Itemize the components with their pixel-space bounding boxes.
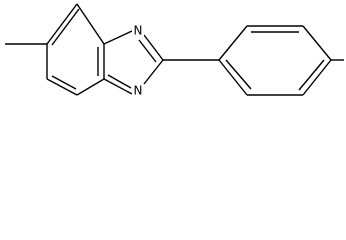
bond-c6p-c1p-inner <box>225 59 252 90</box>
atom-n1: N <box>132 23 144 38</box>
bond-c6p-c1p <box>218 59 248 96</box>
pyrimidine-ring <box>103 30 164 95</box>
bond-c5-c6-inner <box>51 75 77 90</box>
tolyl-ring <box>218 25 332 96</box>
bond-c7-c8-inner <box>51 8 80 46</box>
benzo-ring <box>46 3 105 96</box>
bond-c8-c8a <box>76 3 105 45</box>
bond-c4p-c5p-inner <box>298 59 325 91</box>
structure-canvas: N N <box>0 0 346 115</box>
bond-c7-c8 <box>46 3 78 45</box>
bond-c1p-c2p <box>218 25 248 61</box>
structure-drawing: N N <box>5 3 344 98</box>
atom-n3-label: N <box>134 84 143 98</box>
bond-c4a-c5 <box>76 78 105 96</box>
bond-c2-n3 <box>143 59 164 85</box>
bond-n3-c4-inner <box>107 74 132 89</box>
bond-n3-c4 <box>103 78 133 95</box>
atom-n3: N <box>132 84 144 98</box>
bond-c4p-c5p <box>302 59 332 96</box>
atom-n1-label: N <box>134 24 143 38</box>
bond-c5-c6 <box>46 78 78 96</box>
bond-c3p-c4p <box>302 25 332 61</box>
bond-n1-c2-inner <box>138 39 157 63</box>
bond-c8a-n1 <box>103 30 133 45</box>
bond-n1-c2 <box>143 34 164 61</box>
